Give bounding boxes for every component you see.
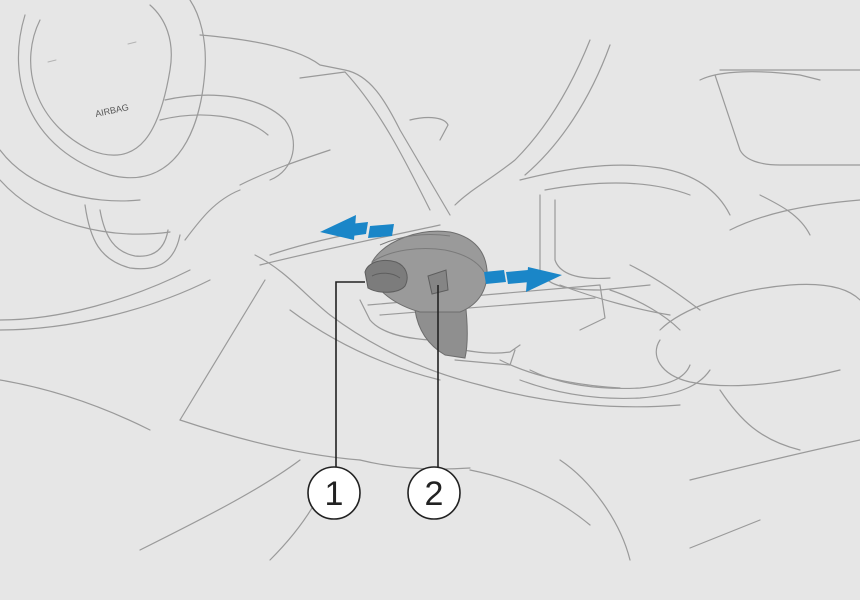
center-console <box>179 254 711 461</box>
steering-wheel: AIRBAG <box>0 0 294 331</box>
arrow-right <box>484 267 562 292</box>
airbag-label: AIRBAG <box>94 102 129 119</box>
gear-selector <box>364 230 488 359</box>
callout-1: 1 <box>307 281 365 520</box>
dashboard <box>199 34 860 291</box>
shift-lock-button <box>364 259 408 293</box>
park-button <box>427 269 449 295</box>
arrow-left <box>320 215 396 240</box>
callout-2: 2 <box>407 285 461 520</box>
callout-1-label: 1 <box>325 475 344 513</box>
callout-2-label: 2 <box>425 475 444 513</box>
direction-arrows <box>320 215 562 292</box>
